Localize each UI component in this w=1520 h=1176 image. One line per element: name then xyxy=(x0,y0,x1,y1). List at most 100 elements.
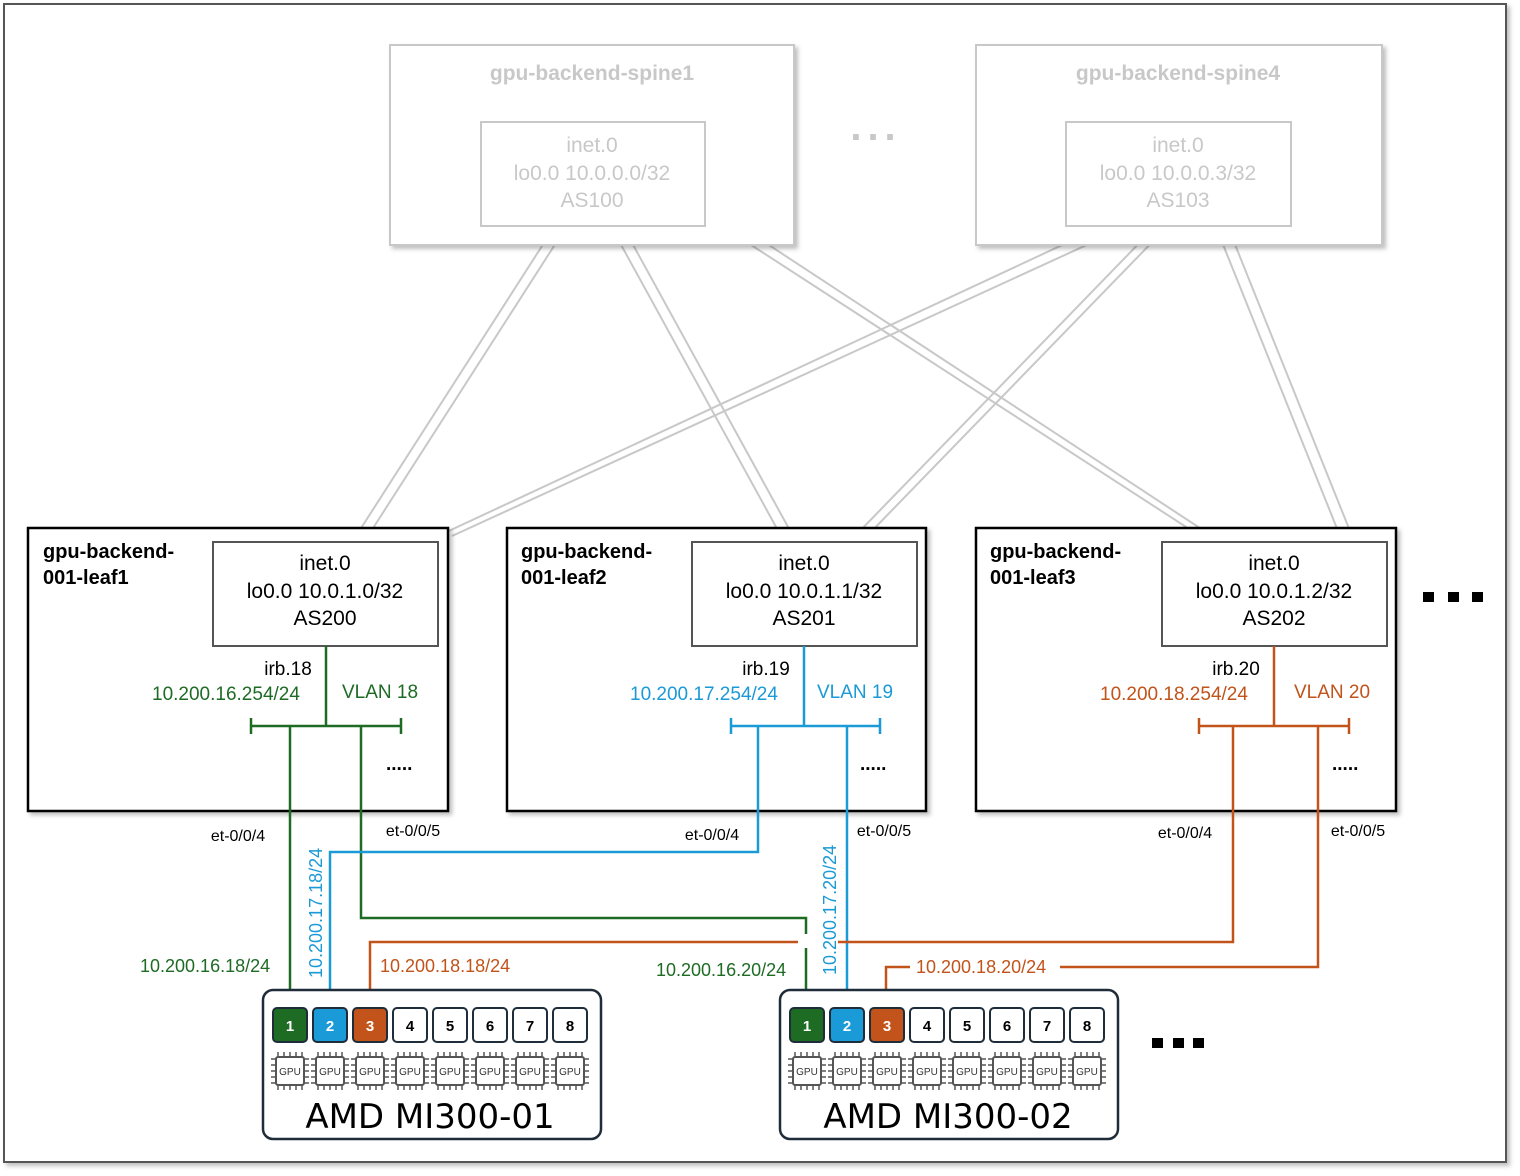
server-1-nic-port-7[interactable]: 7 xyxy=(512,1007,548,1043)
spine-1[interactable]: gpu-backend-spine1 inet.0 lo0.0 10.0.0.0… xyxy=(389,44,795,246)
server-1-nic-port-label: 1 xyxy=(286,1018,294,1035)
leaf-2-irb: irb.19 xyxy=(742,659,790,680)
server-2-nic-port-label: 1 xyxy=(803,1018,811,1035)
server-2-nic-port-label: 6 xyxy=(1003,1018,1011,1035)
server-1-nic-port-2[interactable]: 2 xyxy=(312,1007,348,1043)
spine-1-as: AS100 xyxy=(560,189,623,212)
leaf-2-table: inet.0 xyxy=(778,552,829,575)
server-1-nic-port-4[interactable]: 4 xyxy=(392,1007,428,1043)
server-2-name: AMD MI300-02 xyxy=(823,1097,1072,1137)
leaf-1-port-a: et-0/0/4 xyxy=(211,828,265,845)
server-2-nic-port-3[interactable]: 3 xyxy=(869,1007,905,1043)
gpu-chip-icon: GPU xyxy=(471,1052,509,1090)
server-2-nic-port-4[interactable]: 4 xyxy=(909,1007,945,1043)
leaf-2-name-line1: gpu-backend- xyxy=(521,541,652,563)
leaf-2-gateway: 10.200.17.254/24 xyxy=(630,684,778,705)
label-gap xyxy=(910,956,1060,976)
leaf-3-as: AS202 xyxy=(1242,607,1305,630)
server-1-nic-port-5[interactable]: 5 xyxy=(432,1007,468,1043)
gpu-label: GPU xyxy=(876,1067,898,1078)
gpu-label: GPU xyxy=(956,1067,978,1078)
server-1-nic-port-6[interactable]: 6 xyxy=(472,1007,508,1043)
leaf-3-loopback: lo0.0 10.0.1.2/32 xyxy=(1196,580,1352,603)
server-2-nic-port-label: 7 xyxy=(1043,1018,1051,1035)
spine-1-name: gpu-backend-spine1 xyxy=(490,62,695,85)
gpu-chip-icon: GPU xyxy=(868,1052,906,1090)
leaf-ellipsis xyxy=(1423,592,1483,602)
leaf-2-port-b: et-0/0/5 xyxy=(857,823,911,840)
label-gap xyxy=(798,934,838,948)
spine-4-name: gpu-backend-spine4 xyxy=(1076,62,1281,85)
spine-4-as: AS103 xyxy=(1146,189,1209,212)
spine-4[interactable]: gpu-backend-spine4 inet.0 lo0.0 10.0.0.3… xyxy=(975,44,1383,246)
leaf-1-vlan: VLAN 18 xyxy=(342,682,418,703)
gpu-label: GPU xyxy=(796,1067,818,1078)
gpu-chip-icon: GPU xyxy=(551,1052,589,1090)
server-2-nic-port-label: 3 xyxy=(883,1018,891,1035)
leaf-2-name-line2: 001-leaf2 xyxy=(521,567,607,589)
leaf-1-routing-box xyxy=(212,541,439,647)
leaf-1-irb: irb.18 xyxy=(264,659,312,680)
leaf-1-name-line2: 001-leaf1 xyxy=(43,567,129,589)
leaf-2-port-a: et-0/0/4 xyxy=(685,827,739,844)
server-1-nic-port-8[interactable]: 8 xyxy=(552,1007,588,1043)
server-1-nic-port-label: 4 xyxy=(406,1018,415,1035)
leaf-1-vlan-bus xyxy=(249,646,403,734)
server-2-nic-port-8[interactable]: 8 xyxy=(1069,1007,1105,1043)
leaf-3-table: inet.0 xyxy=(1248,552,1299,575)
server-2-nic-port-2[interactable]: 2 xyxy=(829,1007,865,1043)
server-1-nic-port-1[interactable]: 1 xyxy=(272,1007,308,1043)
gpu-label: GPU xyxy=(319,1067,341,1078)
server-2-nic-port-label: 5 xyxy=(963,1018,971,1035)
server-2-nic-port-5[interactable]: 5 xyxy=(949,1007,985,1043)
gpu-chip-icon: GPU xyxy=(948,1052,986,1090)
leaf-3[interactable]: gpu-backend- 001-leaf3 inet.0 lo0.0 10.0… xyxy=(974,526,1398,813)
server-2-nic-port-7[interactable]: 7 xyxy=(1029,1007,1065,1043)
cable-leaf2-server1 xyxy=(328,726,760,1012)
spine-4-loopback: lo0.0 10.0.0.3/32 xyxy=(1100,162,1256,185)
gpu-chip-icon: GPU xyxy=(511,1052,549,1090)
leaf-2-routing-box xyxy=(691,541,918,647)
server-1-nic-port-label: 8 xyxy=(566,1018,574,1035)
gpu-chip-icon: GPU xyxy=(788,1052,826,1090)
gpu-chip-icon: GPU xyxy=(431,1052,469,1090)
leaf-1[interactable]: gpu-backend- 001-leaf1 inet.0 lo0.0 10.0… xyxy=(26,526,450,813)
gpu-chip-icon: GPU xyxy=(828,1052,866,1090)
server-1-ip-blue: 10.200.17.18/24 xyxy=(306,848,326,978)
cable-leaf1-server2 xyxy=(359,726,808,1012)
gpu-chip-icon: GPU xyxy=(908,1052,946,1090)
leaf-1-table: inet.0 xyxy=(299,552,350,575)
leaf-3-name-line2: 001-leaf3 xyxy=(990,567,1076,589)
server-2-nic-port-1[interactable]: 1 xyxy=(789,1007,825,1043)
server-1-nic-port-3[interactable]: 3 xyxy=(352,1007,388,1043)
server-1-nic-port-label: 3 xyxy=(366,1018,374,1035)
server-1-ip-green: 10.200.16.18/24 xyxy=(140,956,270,976)
leaf-1-port-b: et-0/0/5 xyxy=(386,823,440,840)
spine-leaf-uplinks xyxy=(355,204,1353,537)
gpu-label: GPU xyxy=(399,1067,421,1078)
leaf-3-port-a: et-0/0/4 xyxy=(1158,825,1212,842)
leaf-2[interactable]: gpu-backend- 001-leaf2 inet.0 lo0.0 10.0… xyxy=(505,526,928,813)
spine-1-table: inet.0 xyxy=(566,134,617,157)
spine-1-loopback: lo0.0 10.0.0.0/32 xyxy=(514,162,670,185)
gpu-chip-icon: GPU xyxy=(271,1052,309,1090)
gpu-chip-icon: GPU xyxy=(391,1052,429,1090)
leaf-3-irb: irb.20 xyxy=(1212,659,1260,680)
server-cables xyxy=(288,726,1320,1012)
leaf-3-vlan-bus xyxy=(1197,646,1351,734)
leaf-1-loopback: lo0.0 10.0.1.0/32 xyxy=(247,580,403,603)
leaf-3-routing-box xyxy=(1161,541,1388,647)
leaf-2-more-ports: ..... xyxy=(860,754,886,775)
server-2-nic-port-6[interactable]: 6 xyxy=(989,1007,1025,1043)
leaf-3-vlan: VLAN 20 xyxy=(1294,682,1370,703)
gpu-label: GPU xyxy=(559,1067,581,1078)
leaf-3-name-line1: gpu-backend- xyxy=(990,541,1121,563)
gpu-label: GPU xyxy=(996,1067,1018,1078)
server-2-ip-green: 10.200.16.20/24 xyxy=(656,960,786,980)
gpu-label: GPU xyxy=(836,1067,858,1078)
